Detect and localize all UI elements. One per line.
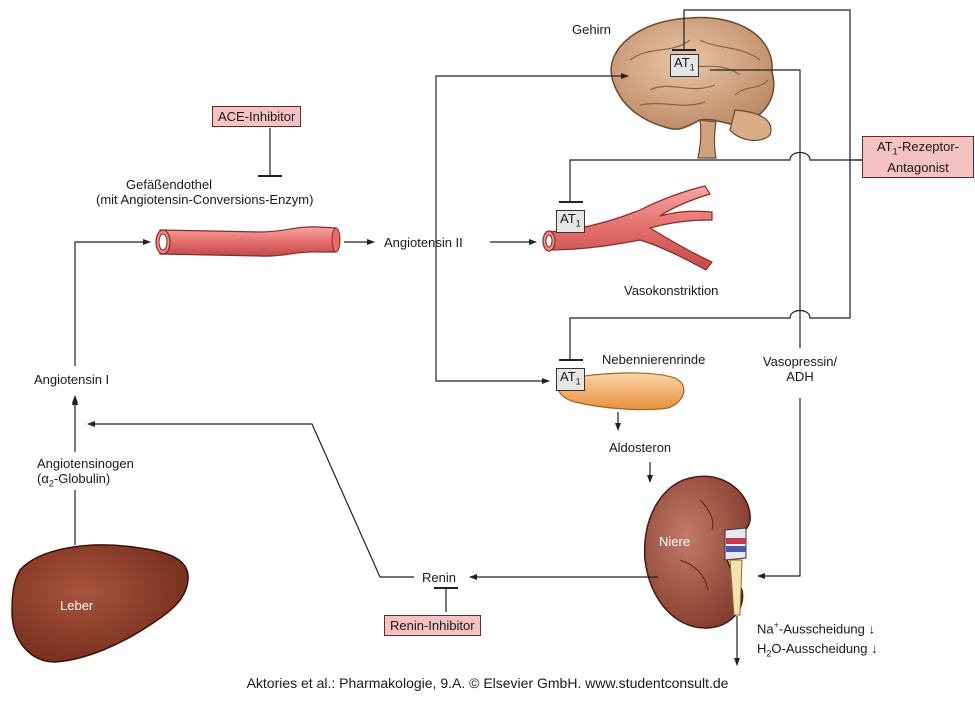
kidney-illustration [645, 476, 751, 628]
brain-illustration [611, 18, 774, 158]
at1-receptor-adrenal: AT1 [556, 368, 585, 391]
at1-sub: 1 [576, 377, 581, 387]
antagonist-suffix: -Rezeptor- [898, 139, 959, 154]
at1-receptor-vessel: AT1 [556, 210, 585, 233]
angiotensinogen-suffix: -Globulin) [54, 471, 110, 486]
angiotensinogen-label: Angiotensinogen (α2-Globulin) [37, 456, 134, 492]
at1-antagonist-box: AT1-Rezeptor- Antagonist [862, 136, 974, 178]
vasopressin-label: Vasopressin/ ADH [755, 354, 845, 384]
figure-caption: Aktories et al.: Pharmakologie, 9.A. © E… [0, 675, 975, 691]
vasoconstriction-label: Vasokonstriktion [624, 283, 718, 298]
endothel-vessel [156, 227, 340, 256]
angiotensin1-label: Angiotensin I [34, 372, 109, 387]
at1-text: AT [674, 55, 690, 70]
h2o-prefix: H [757, 641, 766, 656]
at1-text: AT [560, 369, 576, 384]
antagonist-prefix: AT [877, 139, 893, 154]
at1-receptor-brain: AT1 [670, 54, 699, 77]
ace-inhibitor-box: ACE-Inhibitor [212, 106, 301, 127]
liver-label: Leber [60, 598, 93, 613]
h2o-excretion-label: H2O-Ausscheidung ↓ [757, 641, 878, 662]
angiotensinogen-line1: Angiotensinogen [37, 456, 134, 471]
at1-sub: 1 [690, 63, 695, 73]
endothel-label-line1: Gefäßendothel [126, 177, 212, 192]
renin-label: Renin [422, 570, 456, 585]
h2o-suffix: O-Ausscheidung ↓ [771, 641, 877, 656]
vasopressin-line1: Vasopressin/ [755, 354, 845, 369]
endothel-label-line2: (mit Angiotensin-Conversions-Enzym) [96, 192, 313, 207]
at1-sub: 1 [576, 219, 581, 229]
renin-inhibitor-box: Renin-Inhibitor [384, 615, 481, 636]
aldosteron-label: Aldosteron [609, 440, 671, 455]
angiotensin2-label: Angiotensin II [384, 235, 463, 250]
at1-text: AT [560, 211, 576, 226]
angiotensinogen-prefix: (α [37, 471, 49, 486]
na-excretion-label: Na+-Ausscheidung ↓ [757, 618, 875, 636]
antagonist-line2: Antagonist [868, 160, 968, 175]
kidney-label: Niere [659, 534, 690, 549]
adrenal-label: Nebennierenrinde [602, 352, 705, 367]
na-suffix: -Ausscheidung ↓ [779, 621, 875, 636]
liver-illustration [12, 545, 188, 662]
brain-label: Gehirn [572, 22, 611, 37]
vasopressin-line2: ADH [755, 369, 845, 384]
na-prefix: Na [757, 621, 774, 636]
